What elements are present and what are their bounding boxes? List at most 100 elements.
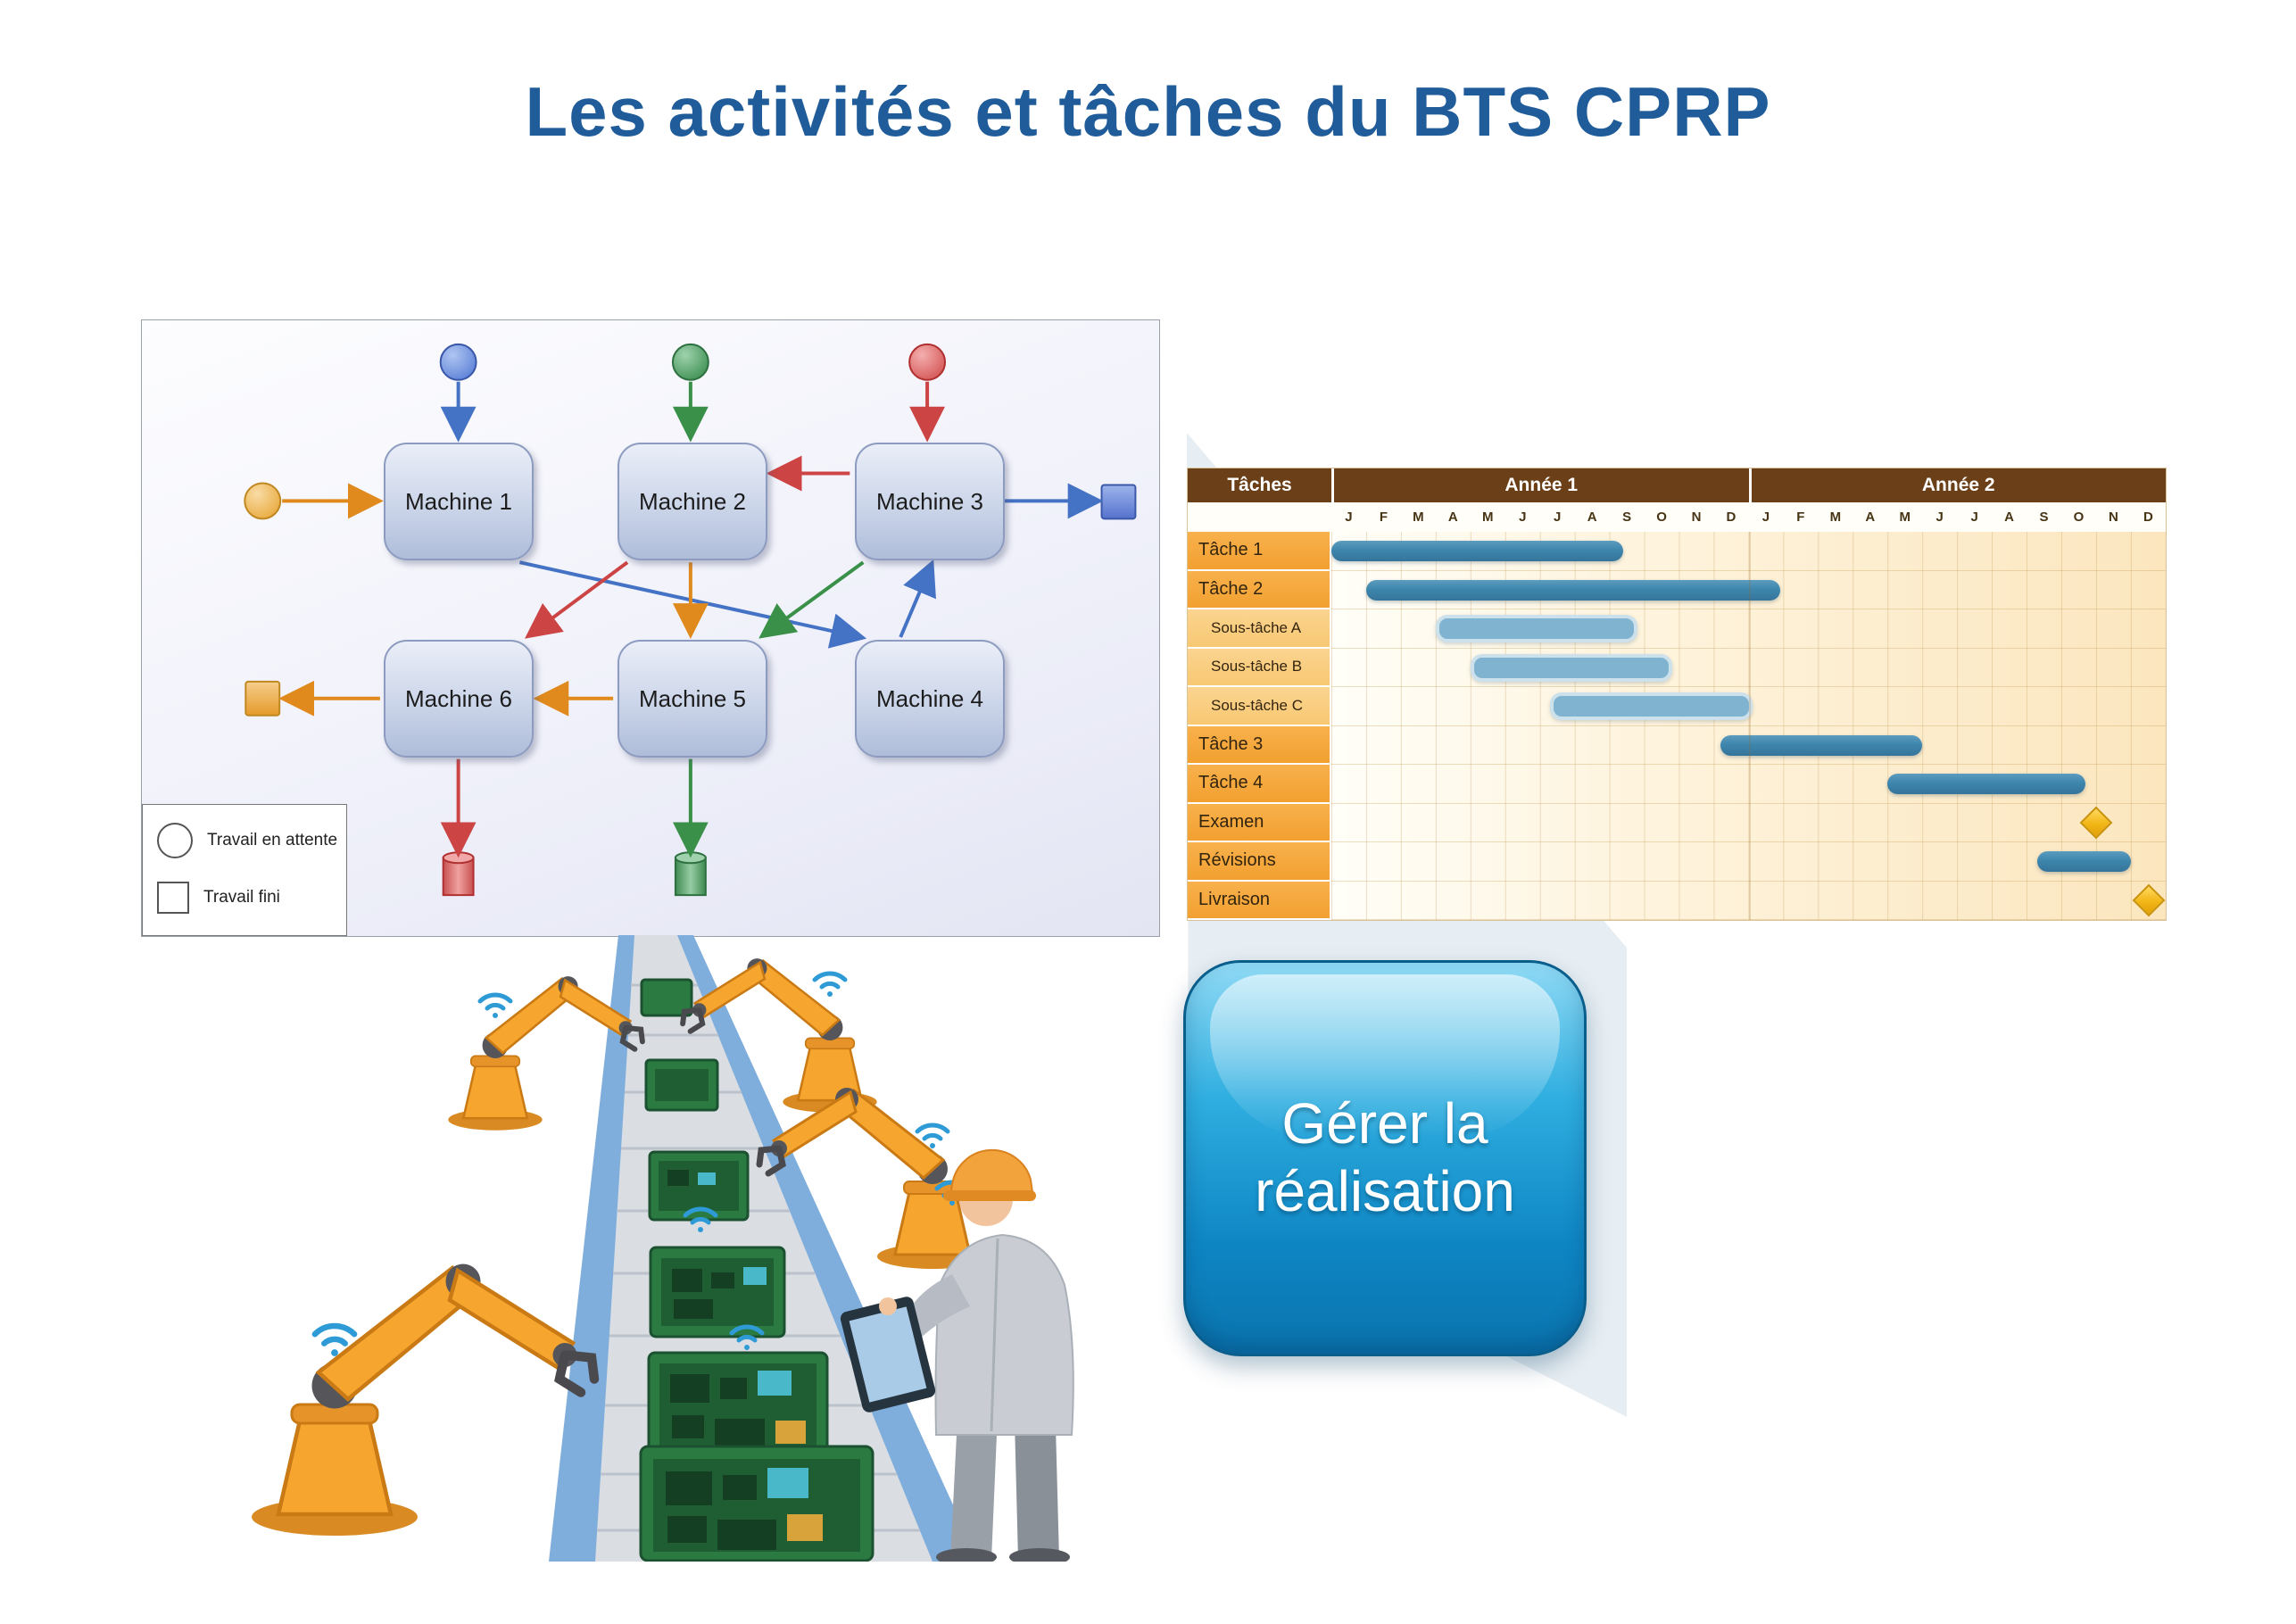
gantt-bar (1365, 579, 1780, 601)
month-label: M (1899, 510, 1911, 525)
month-label: A (2004, 510, 2014, 525)
gantt-row-label: Tâche 1 (1188, 532, 1331, 571)
month-label: A (1447, 510, 1458, 525)
machine-flow-panel: Machine 1 Machine 2 Machine 3 Machine 4 Mach… (141, 319, 1160, 937)
input-token-red (908, 343, 947, 381)
gantt-bar (1720, 734, 1923, 756)
gantt-year1-header: Année 1 (1334, 468, 1749, 502)
machine-node: Machine 2 (618, 443, 767, 560)
gantt-row-label: Examen (1188, 803, 1331, 842)
machine-node: Machine 4 (855, 640, 1005, 758)
page-title: Les activités et tâches du BTS CPRP (525, 72, 1771, 151)
month-label: D (1726, 510, 1737, 525)
month-label: J (1761, 510, 1770, 525)
gantt-row-label: Livraison (1188, 881, 1331, 920)
circuit-boards (639, 978, 874, 1562)
gantt-row-track (1331, 725, 2166, 765)
month-label: J (1554, 510, 1562, 525)
gantt-bar (1331, 541, 1624, 561)
flow-arrows (278, 381, 1104, 858)
month-label: F (1796, 510, 1805, 525)
waiting-circle-icon (157, 823, 193, 858)
gantt-row-track (1331, 803, 2166, 842)
gantt-row: Tâche 3 (1188, 725, 2166, 765)
gantt-bar (1435, 615, 1638, 642)
legend-label-done: Travail fini (203, 888, 280, 907)
gantt-bar (1470, 653, 1672, 682)
factory-illustration (201, 935, 1074, 1562)
gantt-row: Révisions (1188, 842, 2166, 882)
month-label: F (1379, 510, 1388, 525)
gantt-row-track (1331, 842, 2166, 882)
machine-flow-diagram (244, 343, 1137, 897)
gantt-row: Sous-tâche A (1188, 609, 2166, 649)
gantt-row-track (1331, 765, 2166, 804)
machine-node: Machine 6 (384, 640, 534, 758)
worker-with-tablet (840, 1148, 1074, 1562)
gantt-row-label: Tâche 2 (1188, 570, 1331, 609)
gantt-row-label: Révisions (1188, 842, 1331, 882)
month-label: D (2143, 510, 2153, 525)
month-label: A (1865, 510, 1876, 525)
month-label: M (1413, 510, 1424, 525)
gantt-row: Tâche 4 (1188, 765, 2166, 804)
tablet (840, 1297, 936, 1413)
machine-node: Machine 3 (855, 443, 1005, 560)
gantt-milestone (2079, 806, 2113, 840)
gantt-row-label: Sous-tâche B (1188, 648, 1331, 687)
output-token-green (674, 851, 707, 897)
cta-label: Gérer la réalisation (1255, 1091, 1515, 1223)
gantt-row-track (1331, 881, 2166, 920)
month-label: M (1829, 510, 1842, 525)
gerer-la-realisation-button[interactable]: Gérer la réalisation (1183, 960, 1587, 1356)
gantt-row: Tâche 1 (1188, 532, 2166, 571)
gantt-bar (2036, 851, 2132, 872)
machine-legend: Travail en attente Travail fini (142, 804, 347, 936)
gantt-row: Sous-tâche C (1188, 687, 2166, 726)
gantt-row-label: Sous-tâche C (1188, 687, 1331, 726)
gantt-row: Sous-tâche B (1188, 648, 2166, 687)
gantt-row: Examen (1188, 803, 2166, 842)
gantt-chart: Tâches Année 1 Année 2 J F M A M J J A S O N D J F M A M… (1187, 468, 2167, 921)
gantt-row: Tâche 2 (1188, 570, 2166, 609)
gantt-row-track (1331, 609, 2166, 649)
legend-item-done: Travail fini (157, 882, 280, 914)
month-label: O (1656, 510, 1667, 525)
month-label: J (1935, 510, 1944, 525)
machine-nodes: Machine 1 Machine 2 Machine 3 Machine 4 Mach… (142, 320, 1159, 936)
wifi-icon (480, 995, 510, 1018)
month-label: A (1587, 510, 1597, 525)
month-label: O (2073, 510, 2085, 525)
gantt-row-track (1331, 687, 2166, 726)
month-label: M (1482, 510, 1494, 525)
gantt-bar (1550, 692, 1753, 720)
gantt-row: Livraison (1188, 881, 2166, 920)
gantt-bar (1887, 774, 2086, 794)
gantt-row-track (1331, 570, 2166, 609)
month-label: S (1622, 510, 1632, 525)
month-label: N (2109, 510, 2118, 525)
robot-arm-large-left (252, 1264, 594, 1537)
gantt-tasks-header: Tâches (1188, 468, 1331, 502)
machine-node: Machine 5 (618, 640, 767, 758)
machine-node: Machine 1 (384, 443, 534, 560)
legend-item-waiting: Travail en attente (157, 823, 337, 858)
gantt-milestone (2132, 883, 2165, 917)
input-token-orange (244, 482, 282, 520)
month-label: S (2039, 510, 2049, 525)
gantt-row-track (1331, 532, 2166, 571)
gantt-row-track (1331, 648, 2166, 687)
wifi-icon (815, 974, 845, 997)
month-label: J (1519, 510, 1527, 525)
done-square-icon (157, 882, 189, 914)
input-token-blue (439, 343, 477, 381)
legend-label-waiting: Travail en attente (207, 831, 338, 849)
month-label: J (1345, 510, 1353, 525)
month-label: N (1691, 510, 1702, 525)
gantt-year2-header: Année 2 (1751, 468, 2166, 502)
gantt-header: Tâches Année 1 Année 2 (1188, 468, 2166, 502)
month-label: J (1970, 510, 1978, 525)
gantt-row-label: Tâche 3 (1188, 725, 1331, 765)
